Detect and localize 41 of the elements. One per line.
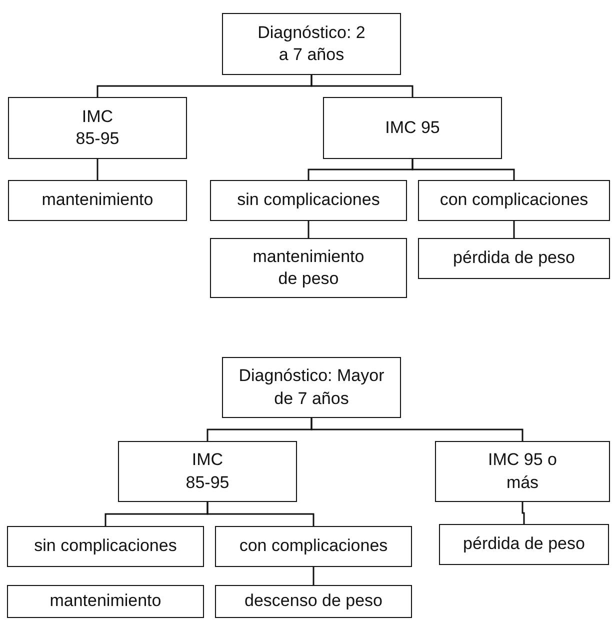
box-label: IMC 95 o más [487, 449, 558, 494]
connector-line [310, 418, 524, 441]
box-label: IMC 85-95 [74, 106, 120, 150]
box-label: mantenimiento de peso [252, 246, 366, 290]
box-label: con complicaciones [239, 535, 388, 558]
box-label: con complicaciones [440, 189, 588, 212]
box-label: mantenimiento [42, 189, 154, 212]
process-box [439, 524, 609, 565]
process-box [418, 238, 610, 279]
connector-line [96, 159, 98, 180]
box-label: IMC 85-95 [184, 449, 230, 494]
process-box [435, 441, 610, 502]
box-label: pérdida de peso [453, 247, 575, 270]
process-box [8, 97, 187, 159]
box-label: pérdida de peso [463, 533, 585, 556]
process-box [7, 585, 204, 618]
process-box [118, 441, 297, 502]
box-label: Diagnóstico: 2 a 7 años [256, 22, 366, 66]
connector-line [310, 75, 414, 97]
box-label: IMC 95 [385, 116, 440, 139]
process-box [222, 357, 401, 418]
process-box [215, 585, 412, 618]
connector-line [513, 221, 515, 238]
connector-line [412, 159, 515, 180]
box-label: Diagnóstico: Mayor de 7 años [238, 365, 386, 410]
box-label: descenso de peso [244, 590, 382, 612]
process-box [210, 238, 407, 298]
box-label: sin complicaciones [34, 535, 177, 558]
process-box [222, 13, 401, 75]
connector-line [206, 502, 314, 526]
process-box [7, 526, 204, 567]
process-box [8, 180, 187, 221]
box-label: sin complicaciones [237, 189, 380, 212]
box-label: mantenimiento [50, 590, 162, 612]
process-box [323, 97, 502, 159]
connector-line [522, 502, 525, 524]
process-box [418, 180, 610, 221]
connector-line [308, 221, 310, 238]
process-box [210, 180, 407, 221]
process-box [215, 526, 412, 567]
connector-line [312, 567, 314, 585]
